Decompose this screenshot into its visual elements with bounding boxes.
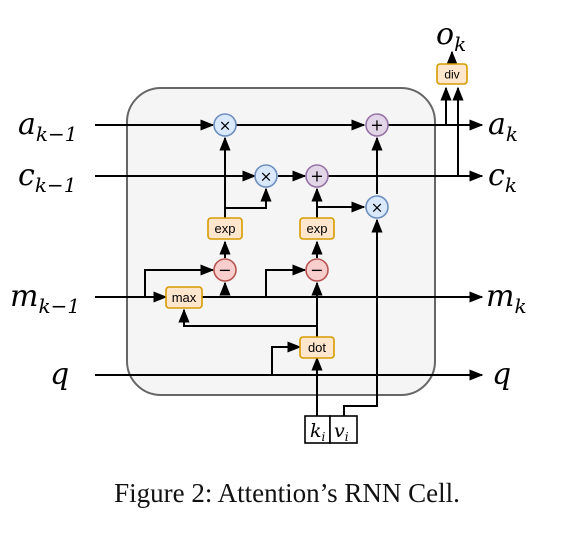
minus-node-2: − bbox=[305, 258, 329, 282]
max-box: max bbox=[165, 286, 203, 309]
svg-text:−: − bbox=[218, 261, 231, 280]
svg-text:dot: dot bbox=[308, 340, 326, 355]
svg-text:exp: exp bbox=[307, 221, 328, 236]
svg-text:+: + bbox=[370, 116, 383, 135]
output-q-label: q bbox=[492, 357, 511, 392]
exp-box-1: exp bbox=[207, 217, 243, 240]
connections bbox=[95, 50, 484, 416]
output-m-label: mk bbox=[486, 279, 527, 318]
div-box: div bbox=[436, 63, 468, 85]
svg-text:+: + bbox=[310, 167, 323, 186]
svg-text:max: max bbox=[172, 290, 197, 305]
exp-box-2: exp bbox=[299, 217, 335, 240]
input-q-label: q bbox=[50, 357, 69, 392]
dot-box: dot bbox=[299, 336, 335, 359]
key-label: ki bbox=[310, 420, 326, 444]
svg-text:exp: exp bbox=[215, 221, 236, 236]
times-node-c: × bbox=[254, 164, 278, 188]
minus-node-1: − bbox=[213, 258, 237, 282]
input-m-label: mk−1 bbox=[10, 279, 80, 318]
cell-container bbox=[126, 87, 436, 396]
input-a-label: ak−1 bbox=[18, 107, 78, 146]
svg-text:−: − bbox=[310, 261, 323, 280]
key-value-box: ki vi bbox=[304, 415, 358, 444]
input-c-label: ck−1 bbox=[18, 158, 76, 197]
value-label: vi bbox=[334, 420, 349, 444]
times-node-a: × bbox=[213, 113, 237, 137]
plus-node-c: + bbox=[305, 164, 329, 188]
svg-text:×: × bbox=[260, 168, 273, 186]
times-node-v: × bbox=[365, 195, 389, 219]
output-o-label: ok bbox=[436, 17, 466, 56]
plus-node-a: + bbox=[365, 113, 389, 137]
svg-text:div: div bbox=[444, 68, 459, 82]
svg-text:×: × bbox=[219, 117, 232, 135]
svg-text:×: × bbox=[371, 199, 384, 217]
figure-caption: Figure 2: Attention’s RNN Cell. bbox=[114, 478, 460, 508]
output-a-label: ak bbox=[488, 107, 518, 146]
output-c-label: ck bbox=[488, 158, 517, 197]
